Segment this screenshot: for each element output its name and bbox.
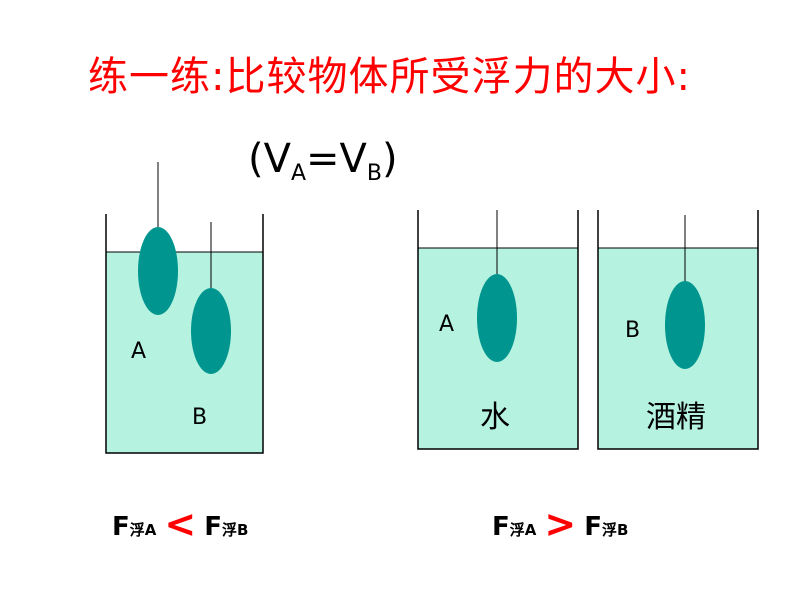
object-a-water [477, 274, 517, 362]
greater-than-operator: > [544, 502, 577, 546]
label-b-alcohol: B [625, 318, 641, 343]
liquid-label-water: 水 [480, 400, 510, 435]
left-beaker [105, 162, 264, 454]
volume-condition: (VA=VB) [248, 136, 398, 186]
object-b-left [191, 288, 231, 374]
slide-title: 练一练:比较物体所受浮力的大小: [88, 54, 691, 100]
less-than-operator: < [164, 502, 197, 546]
object-a-left [138, 227, 178, 315]
buoyancy-comparison-right: F浮A>F浮B [492, 502, 629, 546]
label-b-left: B [192, 405, 208, 430]
label-a-left: A [131, 339, 147, 364]
left-beaker-wall [105, 214, 264, 454]
alcohol-beaker-wall [597, 210, 759, 450]
label-a-water: A [439, 312, 455, 337]
water-beaker-wall [417, 210, 579, 450]
water-beaker [417, 210, 579, 450]
alcohol-beaker [597, 210, 759, 450]
object-b-alcohol [665, 281, 705, 369]
left-beaker-liquid [106, 252, 263, 453]
liquid-label-alcohol: 酒精 [646, 400, 706, 435]
buoyancy-comparison-left: F浮A<F浮B [112, 502, 249, 546]
